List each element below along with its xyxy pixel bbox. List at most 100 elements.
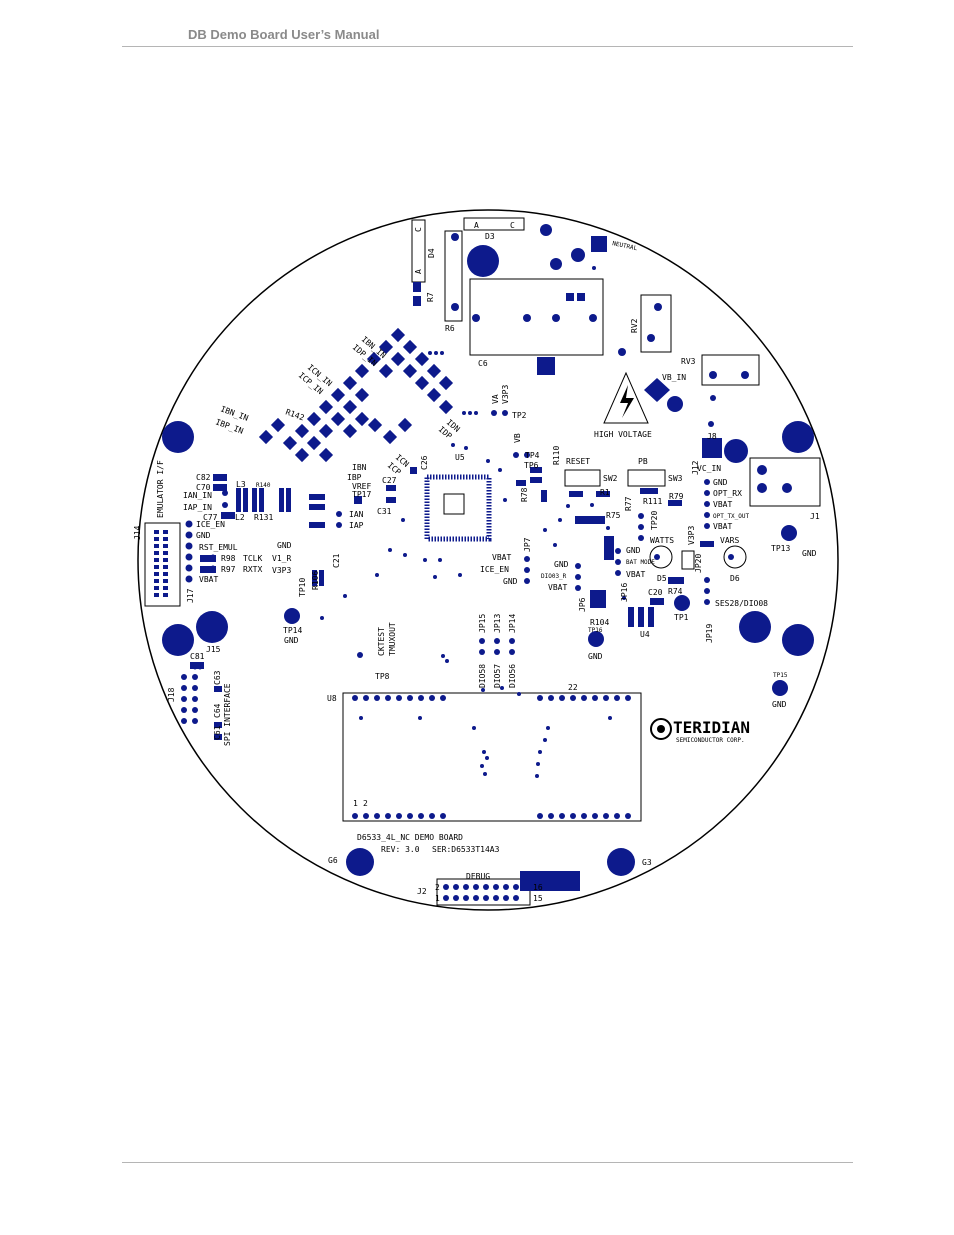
- label-tp17: TP17: [352, 490, 371, 499]
- label-r77: R77: [624, 496, 633, 511]
- label-ice-en: ICE_EN: [196, 520, 225, 529]
- label-j14: J14: [133, 525, 142, 540]
- label-bat-mode: BAT MODE: [626, 559, 655, 566]
- label-c77: C77: [203, 513, 218, 522]
- label-r110: R110: [552, 446, 561, 465]
- label-watts: WATTS: [650, 536, 674, 545]
- label-vbat: VBAT: [199, 575, 218, 584]
- label-a-d3: A: [474, 221, 479, 230]
- label-r75: R75: [606, 511, 621, 520]
- label-d6: D6: [730, 574, 740, 583]
- label-tp10: TP10: [298, 578, 307, 597]
- label-vref: VREF: [352, 482, 371, 491]
- label-c6: C6: [478, 359, 488, 368]
- label-tp8: TP8: [375, 672, 390, 681]
- label-j15: J15: [206, 645, 221, 654]
- label-dio56: DIO56: [508, 664, 517, 688]
- label-v3p3-c: V3P3: [687, 526, 696, 545]
- label-tp16: TP16: [588, 627, 603, 634]
- label-j17: J17: [186, 588, 195, 603]
- label-j8: J8: [707, 432, 717, 441]
- u5-chip: [424, 474, 492, 542]
- label-u5: U5: [455, 453, 465, 462]
- label-pin22: 22: [568, 683, 578, 692]
- label-r1: R1: [600, 488, 610, 497]
- label-r106: R106: [311, 571, 320, 590]
- label-sw2: SW2: [603, 474, 618, 483]
- label-tp13-gnd: GND: [802, 549, 817, 558]
- label-rv3: RV3: [681, 357, 696, 366]
- label-ckttest: CKTEST: [377, 627, 386, 656]
- label-jp6-vbat: VBAT: [548, 583, 567, 592]
- label-gnd-e: GND: [503, 577, 518, 586]
- label-r98: R98: [221, 554, 236, 563]
- label-debug: DEBUG: [466, 872, 490, 881]
- label-r74: R74: [668, 587, 683, 596]
- label-r78: R78: [520, 487, 529, 502]
- label-c70: C70: [196, 483, 211, 492]
- header-rule: [122, 46, 853, 47]
- label-jp20: JP20: [694, 554, 703, 573]
- label-d5: D5: [657, 574, 667, 583]
- label-sw3: SW3: [668, 474, 683, 483]
- teridian-logo-icon: [650, 718, 672, 740]
- label-semiconductor: SEMICONDUCTOR CORP.: [676, 737, 745, 744]
- label-l2: L2: [235, 513, 245, 522]
- label-rev: REV: 3.0: [381, 845, 420, 854]
- label-iap-in: IAP_IN: [183, 503, 212, 512]
- label-ice-en-e: ICE_EN: [480, 565, 509, 574]
- label-c-d4: C: [414, 227, 423, 232]
- page-header-title: DB Demo Board User’s Manual: [188, 27, 380, 42]
- label-tp15: TP15: [773, 672, 788, 679]
- label-g6: G6: [328, 856, 338, 865]
- label-vb-in: VB_IN: [662, 373, 686, 382]
- label-pin1: 1: [353, 799, 358, 808]
- label-j12-vbat: VBAT: [713, 500, 732, 509]
- label-d4: D4: [427, 248, 436, 258]
- label-j12-gnd: GND: [713, 478, 728, 487]
- label-tp6: TP6: [524, 461, 539, 470]
- label-debug-p15: 15: [533, 894, 543, 903]
- label-vb: VB: [513, 433, 522, 443]
- label-jp14: JP14: [508, 614, 517, 633]
- label-pin2: 2: [363, 799, 368, 808]
- label-bat-vbat: VBAT: [626, 570, 645, 579]
- label-tp14: TP14: [283, 626, 302, 635]
- label-c31: C31: [377, 507, 392, 516]
- label-rxtx: RXTX: [243, 565, 262, 574]
- label-jp6-gnd: GND: [554, 560, 569, 569]
- label-c61: C61: [213, 725, 222, 740]
- label-jp16: JP16: [620, 583, 629, 602]
- label-c82: C82: [196, 473, 211, 482]
- label-l3: L3: [236, 480, 246, 489]
- label-jp13: JP13: [493, 614, 502, 633]
- label-board-name: D6533_4L_NC DEMO BOARD: [357, 833, 463, 842]
- label-j1: J1: [810, 512, 820, 521]
- label-opt-tx-out: OPT_TX_OUT: [713, 513, 750, 520]
- label-reset: RESET: [566, 457, 590, 466]
- label-ses28: SES28/DIO08: [715, 599, 768, 608]
- label-r111: R111: [643, 497, 662, 506]
- label-u4: U4: [640, 630, 650, 639]
- label-dio03-r: DIO03_R: [541, 573, 567, 580]
- label-debug-p16: 16: [533, 883, 543, 892]
- label-high-voltage: HIGH VOLTAGE: [594, 430, 652, 439]
- label-d3: D3: [485, 232, 495, 241]
- label-jp6: JP6: [578, 597, 587, 612]
- label-opt-rx: OPT_RX: [713, 489, 742, 498]
- label-tp2: TP2: [512, 411, 527, 420]
- label-ibn: IBN: [352, 463, 367, 472]
- label-a-d4: A: [414, 269, 423, 274]
- label-debug-p1: 1: [435, 894, 440, 903]
- label-vars: VARS: [720, 536, 739, 545]
- label-r6: R6: [445, 324, 455, 333]
- label-jp15: JP15: [478, 614, 487, 633]
- label-c81: C81: [190, 652, 205, 661]
- label-dio58: DIO58: [478, 664, 487, 688]
- label-c21: C21: [332, 553, 341, 568]
- label-tclk: TCLK: [243, 554, 262, 563]
- label-c63: C63: [213, 670, 222, 685]
- label-c26: C26: [420, 455, 429, 470]
- label-tp13: TP13: [771, 544, 790, 553]
